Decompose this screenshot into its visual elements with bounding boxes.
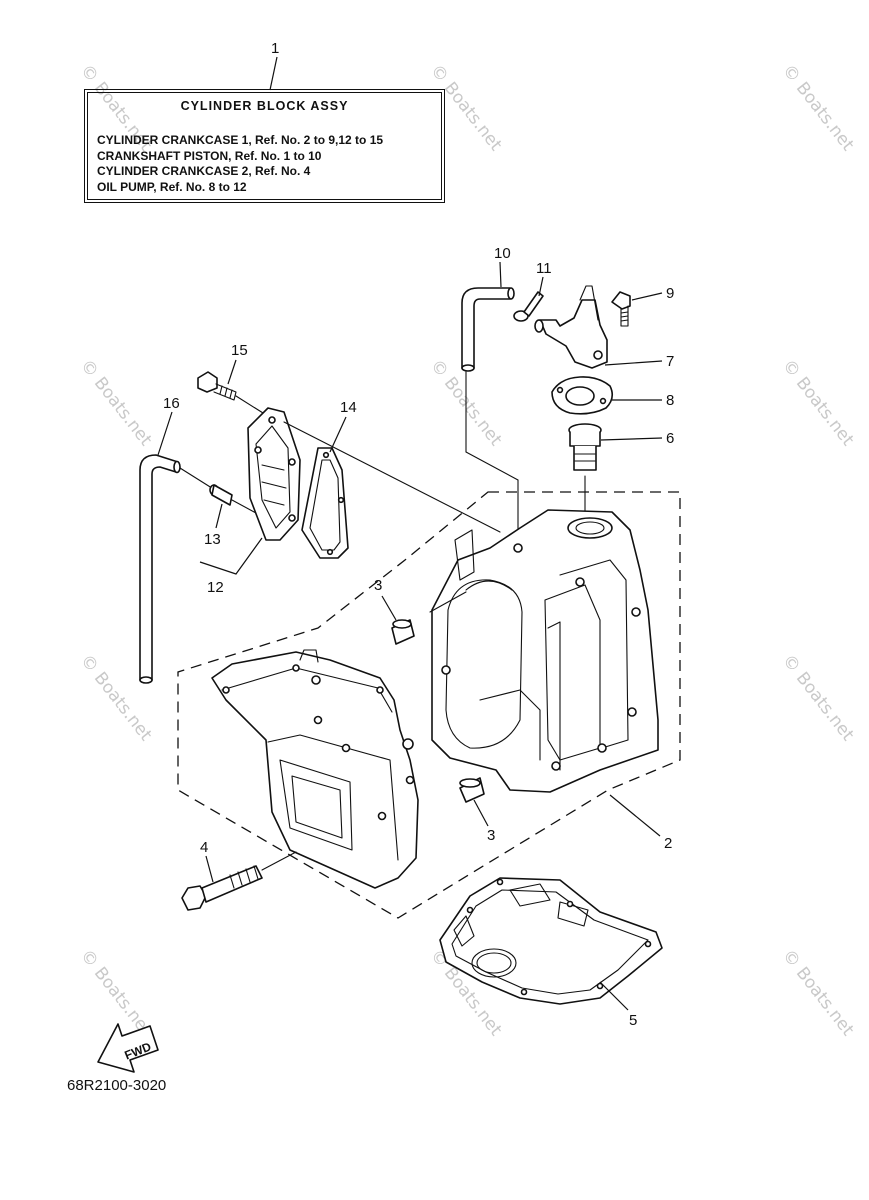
dowel-13 [209,484,257,514]
assembly-info-box: CYLINDER BLOCK ASSY CYLINDER CRANKCASE 1… [84,89,445,203]
callout-15: 15 [231,342,248,359]
oil-pump-7 [534,285,608,369]
callout-12: 12 [207,579,224,596]
callout-7: 7 [666,353,674,370]
callout-3-lower: 3 [487,827,495,844]
reference-line: OIL PUMP, Ref. No. 8 to 12 [97,179,247,194]
dowel-3-lower [459,777,485,803]
callout-3-upper: 3 [374,577,382,594]
callout-5: 5 [629,1012,637,1029]
assembly-outline [177,491,681,919]
callout-2: 2 [664,835,672,852]
catalog-number: 68R2100-3020 [67,1077,167,1094]
watermark-8: © Boats.net [778,651,858,745]
assembly-title: CYLINDER BLOCK ASSY [180,99,349,113]
reference-line: CRANKSHAFT PISTON, Ref. No. 1 to 10 [97,148,322,163]
watermark-7: © Boats.net [76,651,156,745]
gasket-5 [439,877,663,1005]
gasket-14 [301,447,349,559]
hose-10 [461,287,519,546]
thermostat-6 [568,423,602,523]
callout-11: 11 [536,260,552,277]
bolt-9 [611,291,631,327]
dowel-3-upper [391,619,415,645]
callout-1: 1 [271,40,279,57]
watermark-11: © Boats.net [778,946,858,1040]
callout-10: 10 [494,245,511,262]
callout-8: 8 [666,392,674,409]
callout-6: 6 [666,430,674,447]
watermark-9: © Boats.net [76,946,156,1040]
crankcase [211,649,419,889]
gasket-8 [551,376,614,415]
assembly-reference-lines: CYLINDER CRANKCASE 1, Ref. No. 2 to 9,12… [97,133,383,195]
exhaust-cover-12 [247,407,501,541]
watermark-4: © Boats.net [76,356,156,450]
callout-4: 4 [200,839,208,856]
callout-16: 16 [163,395,180,412]
hose-16 [139,454,216,684]
callout-9: 9 [666,285,674,302]
watermark-6: © Boats.net [778,356,858,450]
clip-11 [513,291,544,322]
reference-line: CYLINDER CRANKCASE 2, Ref. No. 4 [97,164,311,178]
bolt-4 [181,851,297,911]
cylinder-block-2 [429,509,659,793]
callout-13: 13 [204,531,221,548]
fwd-arrow-icon: FWD [97,1023,159,1073]
watermark-3: © Boats.net [778,61,858,155]
callout-14: 14 [340,399,357,416]
reference-line: CYLINDER CRANKCASE 1, Ref. No. 2 to 9,12… [97,133,384,147]
